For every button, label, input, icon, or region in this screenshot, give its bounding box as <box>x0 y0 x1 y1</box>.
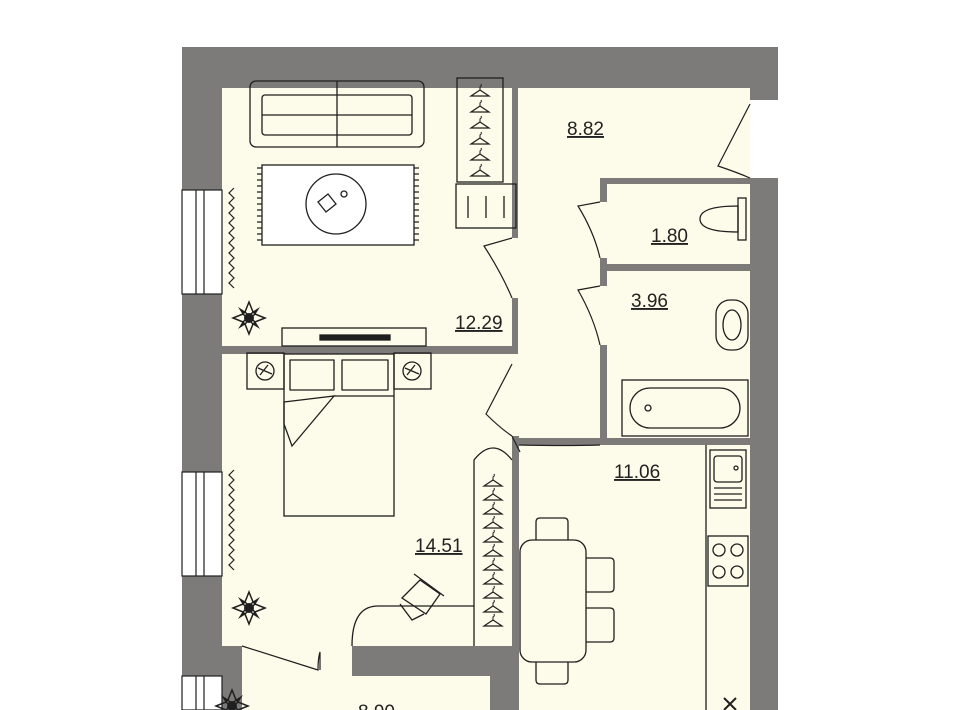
window-icon <box>181 189 223 710</box>
toilet-icon <box>699 197 747 241</box>
wardrobe-icon <box>455 77 517 229</box>
sofa-icon <box>249 80 425 148</box>
room-area-label: 1.80 <box>651 226 688 247</box>
dining-table-icon <box>519 517 615 685</box>
room-area-label: 8.90 <box>358 702 395 710</box>
bathtub-icon <box>621 379 749 437</box>
desk-icon <box>351 605 474 647</box>
door-swings <box>241 103 751 671</box>
round-table-icon <box>305 173 367 235</box>
wardrobe-icon <box>473 447 513 646</box>
tv-stand-icon <box>281 327 427 347</box>
washbasin-icon <box>715 299 749 351</box>
nightstand-icon <box>246 352 432 390</box>
cabinet-mark <box>723 697 737 710</box>
sink-icon <box>709 449 747 509</box>
room-area-label: 8.82 <box>567 119 604 140</box>
room-area-label: 12.29 <box>455 313 503 334</box>
double-bed-icon <box>283 353 395 517</box>
stove-icon <box>707 535 749 587</box>
room-area-label: 3.96 <box>631 291 668 312</box>
room-area-label: 11.06 <box>614 462 660 483</box>
rug-icon <box>257 164 419 246</box>
office-chair-icon <box>399 573 445 621</box>
room-area-label: 14.51 <box>415 536 463 557</box>
